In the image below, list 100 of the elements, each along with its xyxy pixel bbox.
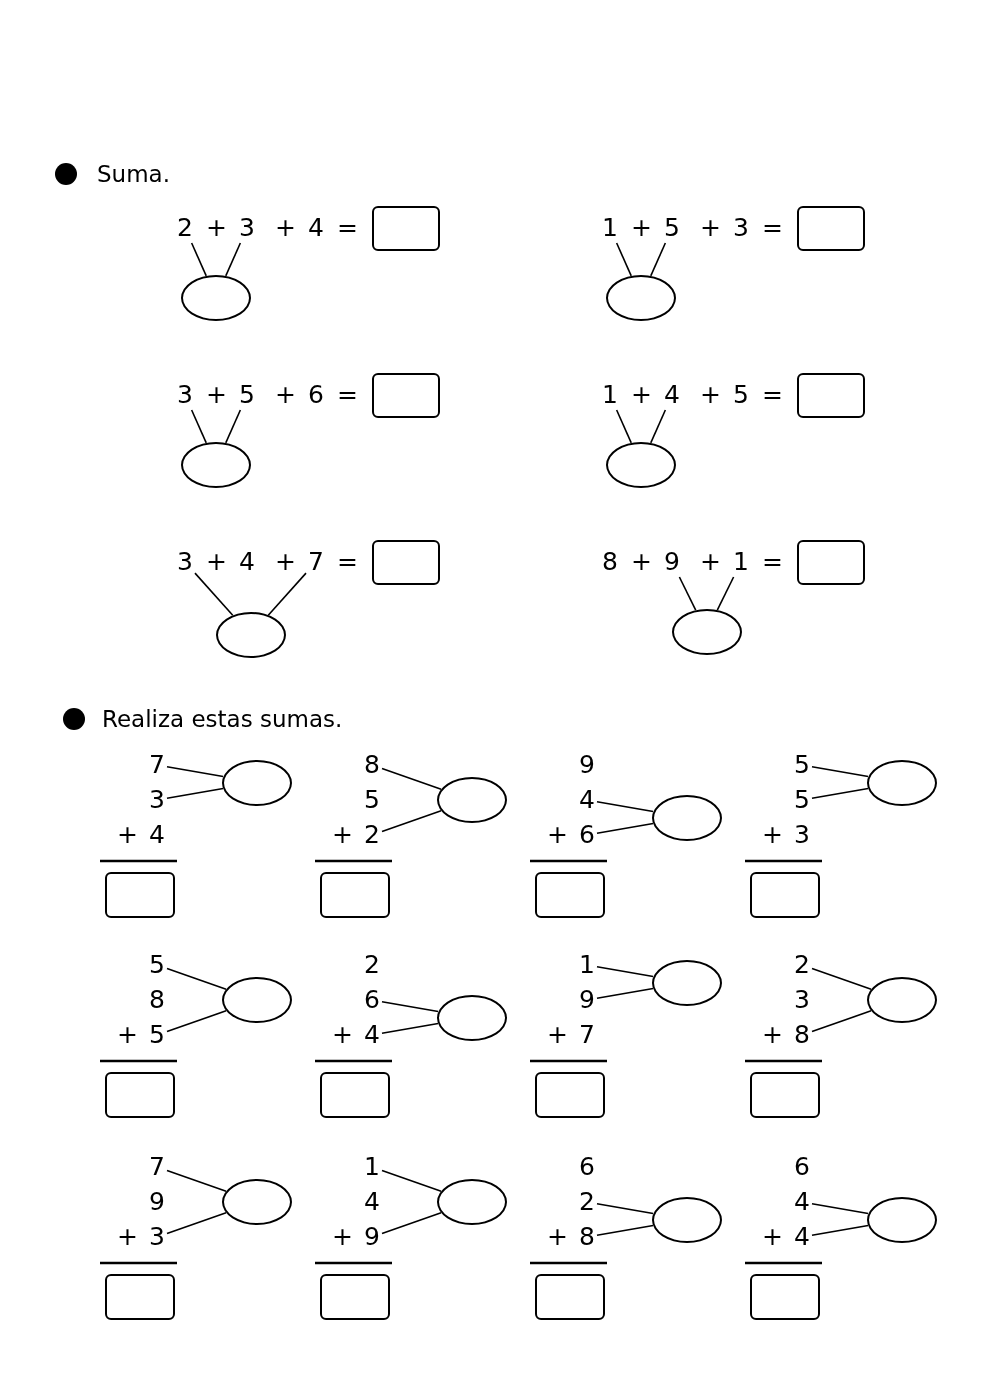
connector-line bbox=[166, 1169, 227, 1192]
answer-oval bbox=[867, 759, 937, 806]
answer-oval bbox=[181, 442, 251, 488]
connector-line bbox=[381, 1022, 439, 1035]
number: 8 bbox=[792, 1020, 812, 1050]
plus-sign: + bbox=[547, 1222, 567, 1252]
number: 3 bbox=[793, 985, 811, 1015]
answer-oval bbox=[606, 275, 676, 321]
number: 1 bbox=[731, 547, 751, 577]
number: 1 bbox=[362, 1152, 382, 1182]
answer-box bbox=[372, 539, 440, 585]
number: 3 bbox=[793, 820, 811, 850]
plus-sign: + bbox=[206, 547, 226, 577]
number: 9 bbox=[662, 547, 682, 577]
connector-line bbox=[811, 967, 872, 990]
answer-oval bbox=[867, 977, 937, 1023]
answer-oval bbox=[652, 959, 722, 1006]
number: 8 bbox=[362, 750, 382, 780]
plus-sign: + bbox=[547, 820, 567, 850]
answer-oval bbox=[181, 275, 251, 321]
connector-line bbox=[678, 576, 697, 611]
connector-line bbox=[194, 572, 234, 616]
answer-oval bbox=[867, 1196, 937, 1243]
number: 2 bbox=[577, 1187, 597, 1217]
answer-box bbox=[320, 1274, 390, 1320]
number: 4 bbox=[792, 1222, 812, 1252]
number: 5 bbox=[732, 380, 750, 410]
number: 8 bbox=[577, 1222, 597, 1252]
connector-line bbox=[615, 242, 632, 277]
plus-sign: + bbox=[700, 380, 720, 410]
answer-oval bbox=[437, 777, 507, 823]
number: 4 bbox=[662, 380, 682, 410]
number: 6 bbox=[577, 820, 597, 850]
number: 5 bbox=[363, 785, 381, 815]
connector-line bbox=[596, 987, 654, 1000]
number: 4 bbox=[238, 547, 256, 577]
plus-sign: + bbox=[762, 820, 782, 850]
connector-line bbox=[381, 767, 442, 790]
connector-line bbox=[650, 409, 667, 444]
connector-line bbox=[166, 1212, 227, 1235]
connector-line bbox=[381, 1212, 442, 1235]
answer-box bbox=[535, 872, 605, 918]
answer-box bbox=[535, 1274, 605, 1320]
number: 4 bbox=[363, 1187, 381, 1217]
equals-sign: = bbox=[762, 380, 782, 410]
connector-line bbox=[225, 242, 242, 277]
number: 4 bbox=[577, 785, 597, 815]
number: 8 bbox=[601, 547, 619, 577]
answer-box bbox=[105, 1274, 175, 1320]
plus-sign: + bbox=[631, 380, 651, 410]
connector-line bbox=[811, 1224, 869, 1237]
connector-line bbox=[596, 1202, 654, 1215]
number: 4 bbox=[307, 213, 325, 243]
connector-line bbox=[381, 1169, 442, 1192]
equals-sign: = bbox=[337, 547, 357, 577]
plus-sign: + bbox=[332, 1020, 352, 1050]
number: 5 bbox=[237, 380, 257, 410]
answer-oval bbox=[222, 759, 292, 806]
connector-line bbox=[811, 787, 869, 800]
equals-sign: = bbox=[337, 213, 357, 243]
number: 7 bbox=[147, 1152, 167, 1182]
plus-sign: + bbox=[631, 213, 651, 243]
answer-oval bbox=[437, 1179, 507, 1225]
connector-line bbox=[190, 242, 207, 277]
plus-sign: + bbox=[117, 820, 137, 850]
answer-oval bbox=[652, 1196, 722, 1243]
number: 2 bbox=[363, 950, 381, 980]
number: 3 bbox=[175, 547, 195, 577]
number: 3 bbox=[237, 213, 257, 243]
answer-box bbox=[750, 872, 820, 918]
number: 6 bbox=[362, 985, 382, 1015]
plus-sign: + bbox=[275, 547, 295, 577]
plus-sign: + bbox=[700, 547, 720, 577]
answer-box bbox=[372, 372, 440, 418]
connector-line bbox=[596, 800, 654, 813]
plus-sign: + bbox=[275, 380, 295, 410]
answer-oval bbox=[222, 1179, 292, 1225]
answer-box bbox=[797, 372, 865, 418]
number: 9 bbox=[148, 1187, 166, 1217]
number: 2 bbox=[175, 213, 195, 243]
number: 6 bbox=[793, 1152, 811, 1182]
number: 3 bbox=[175, 380, 195, 410]
number: 8 bbox=[148, 985, 166, 1015]
instruction-text: Suma. bbox=[97, 160, 170, 189]
answer-box bbox=[797, 205, 865, 251]
number: 4 bbox=[148, 820, 166, 850]
answer-oval bbox=[215, 612, 286, 658]
answer-oval bbox=[437, 994, 507, 1041]
number: 4 bbox=[792, 1187, 812, 1217]
number: 2 bbox=[362, 820, 382, 850]
number: 6 bbox=[307, 380, 325, 410]
number: 3 bbox=[147, 785, 167, 815]
equals-sign: = bbox=[762, 213, 782, 243]
connector-line bbox=[166, 787, 224, 800]
connector-line bbox=[190, 409, 207, 444]
connector-line bbox=[811, 765, 869, 778]
connector-line bbox=[267, 572, 307, 616]
number: 5 bbox=[792, 785, 812, 815]
number: 1 bbox=[600, 213, 620, 243]
answer-box bbox=[320, 872, 390, 918]
